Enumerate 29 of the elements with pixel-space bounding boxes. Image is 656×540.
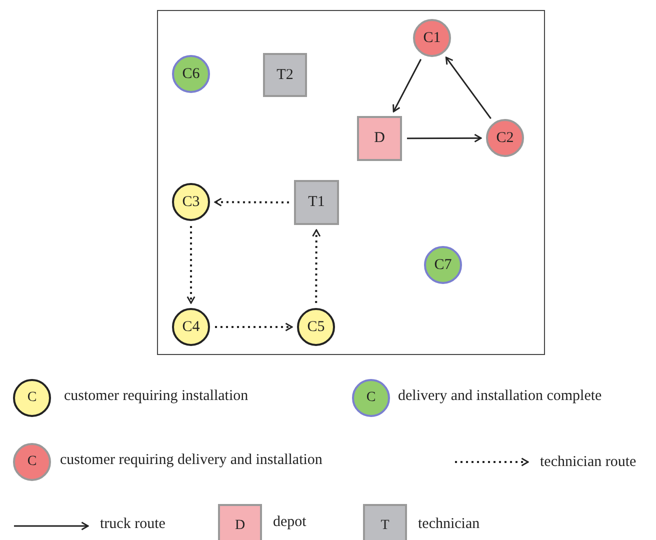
legend-text: customer requiring installation	[64, 388, 248, 405]
legend-text: technician route	[540, 454, 636, 471]
dotted-arrow	[214, 198, 289, 206]
dotted-arrow	[312, 229, 321, 303]
depot-square: D	[357, 116, 402, 161]
legend-swatch: C	[13, 379, 51, 417]
legend-text: technician	[418, 516, 480, 533]
customer-circle: C5	[297, 308, 335, 346]
arrow	[407, 134, 482, 142]
customer-circle: C7	[424, 246, 462, 284]
dotted-arrow	[215, 322, 293, 332]
arrow	[392, 58, 422, 112]
customer-circle: C2	[486, 119, 524, 157]
technician-square: T1	[294, 180, 339, 225]
legend-text: delivery and installation complete	[398, 388, 602, 405]
legend-swatch: C	[13, 443, 51, 481]
technician-square: T2	[263, 53, 307, 97]
customer-circle: C3	[172, 183, 210, 221]
arrow	[445, 56, 492, 120]
dotted-arrow	[186, 226, 196, 304]
legend-swatch: D	[218, 504, 262, 540]
customer-circle: C4	[172, 308, 210, 346]
legend-swatch: T	[363, 504, 407, 540]
legend-text: truck route	[100, 516, 166, 533]
legend-swatch: C	[352, 379, 390, 417]
customer-circle: C6	[172, 55, 210, 93]
legend-text: depot	[273, 514, 306, 531]
legend-text: customer requiring delivery and installation	[60, 452, 322, 469]
customer-circle: C1	[413, 19, 451, 57]
